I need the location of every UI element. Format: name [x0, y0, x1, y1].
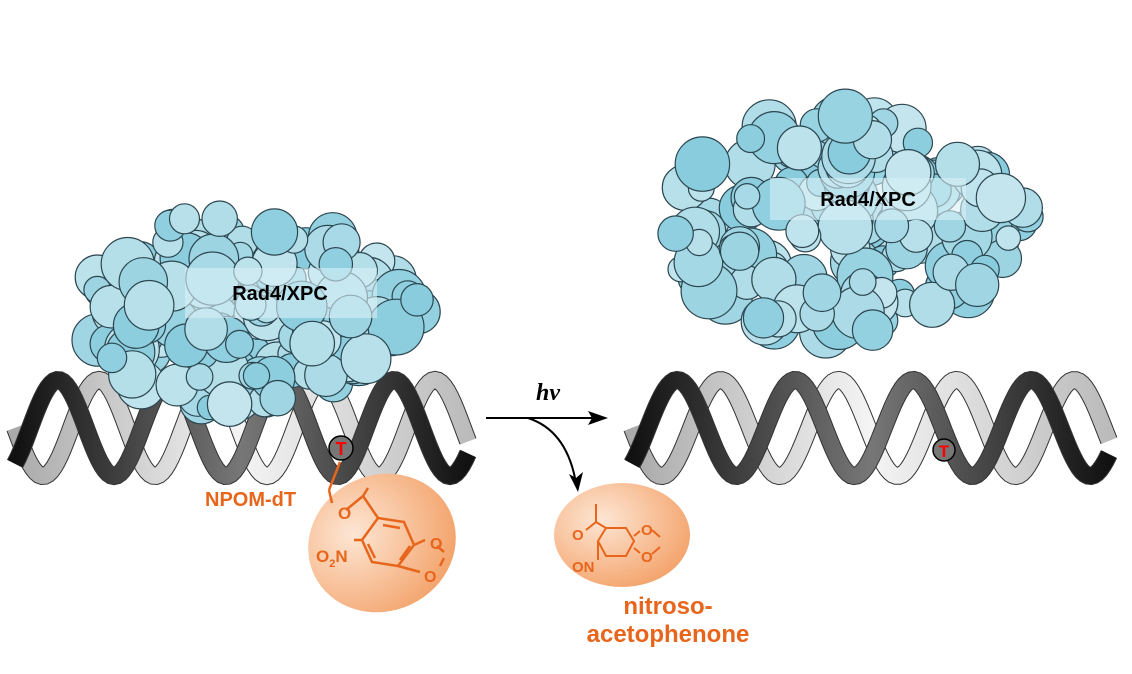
- dna-strand-dark: [624, 371, 1117, 485]
- protein-surface-lobe: [289, 320, 336, 367]
- protein-surface-lobe: [168, 203, 201, 235]
- nucleotide-t-left: [328, 435, 354, 461]
- npom-cage-highlight: [308, 473, 456, 613]
- protein-surface-lobe: [848, 268, 877, 296]
- protein-surface-lobe: [96, 342, 128, 374]
- ether-oxygen: O: [338, 504, 351, 523]
- protein-surface-lobe: [975, 172, 1027, 224]
- npom-structure: [327, 487, 446, 574]
- arrowhead-down-icon: [569, 472, 583, 492]
- protein-surface-lobe: [719, 231, 760, 271]
- nucleotide-t-label-left: T: [336, 439, 347, 459]
- protein-surface-lobe: [908, 281, 956, 328]
- side-product-arrow: [527, 417, 576, 479]
- dna-strand-light: [624, 371, 1117, 485]
- protein-surface-lobe: [851, 309, 894, 351]
- dna-helix-left: [6, 370, 477, 486]
- protein-surface-lobe: [657, 215, 694, 252]
- protein-label-left: Rad4/XPC: [232, 283, 328, 305]
- protein-surface-lobe: [817, 88, 873, 144]
- ring-oxygen-1: O: [430, 536, 442, 553]
- protein-surface-lobe: [400, 282, 434, 317]
- carbonyl-oxygen: O: [572, 527, 584, 544]
- protein-surface-lobe: [242, 362, 271, 390]
- label-box-left: [185, 268, 377, 318]
- protein-rad4-right: [657, 88, 1044, 359]
- protein-surface-lobe: [955, 262, 1000, 308]
- protein-surface-lobe: [736, 124, 766, 154]
- nucleotide-t-right: [932, 438, 956, 462]
- ring-oxygen-2b: O: [641, 549, 653, 566]
- protein-surface-lobe: [206, 381, 253, 427]
- dna-helix-right: [623, 370, 1118, 486]
- nitro-group-label: O2N: [316, 547, 348, 570]
- protein-surface-lobe: [250, 208, 299, 256]
- protein-surface-lobe: [201, 200, 239, 238]
- protein-surface-lobe: [802, 273, 842, 313]
- byproduct-name-line2: acetophenone: [587, 621, 750, 648]
- protein-surface-lobe: [225, 329, 255, 359]
- protein-surface-lobe: [674, 136, 731, 192]
- dna-strand-light: [7, 371, 476, 485]
- protein-surface-lobe: [123, 279, 175, 331]
- linker-bond: [327, 461, 342, 491]
- protein-surface-lobe: [340, 333, 392, 385]
- npom-dt-label: NPOM-dT: [205, 489, 296, 511]
- label-box-right: [770, 178, 966, 220]
- byproduct-highlight: [554, 483, 690, 587]
- protein-surface-lobe: [185, 363, 214, 391]
- protein-surface-lobe: [742, 297, 785, 339]
- ring-oxygen-2: O: [424, 569, 436, 586]
- nitrosoacetophenone-structure: [585, 504, 661, 560]
- byproduct-name-line1: nitroso-: [623, 593, 712, 620]
- nucleotide-t-label-right: T: [939, 442, 950, 461]
- protein-surface-lobe: [733, 183, 761, 210]
- protein-surface-lobe: [259, 379, 297, 417]
- arrowhead-icon: [588, 411, 608, 425]
- light-hv-label: hν: [536, 380, 560, 406]
- ring-oxygen-1b: O: [641, 522, 653, 539]
- protein-surface-lobe: [995, 225, 1022, 251]
- protein-surface-lobe: [776, 125, 823, 171]
- nitroso-group: ON: [572, 559, 595, 576]
- protein-label-right: Rad4/XPC: [820, 189, 916, 211]
- dna-strand-dark: [7, 371, 476, 485]
